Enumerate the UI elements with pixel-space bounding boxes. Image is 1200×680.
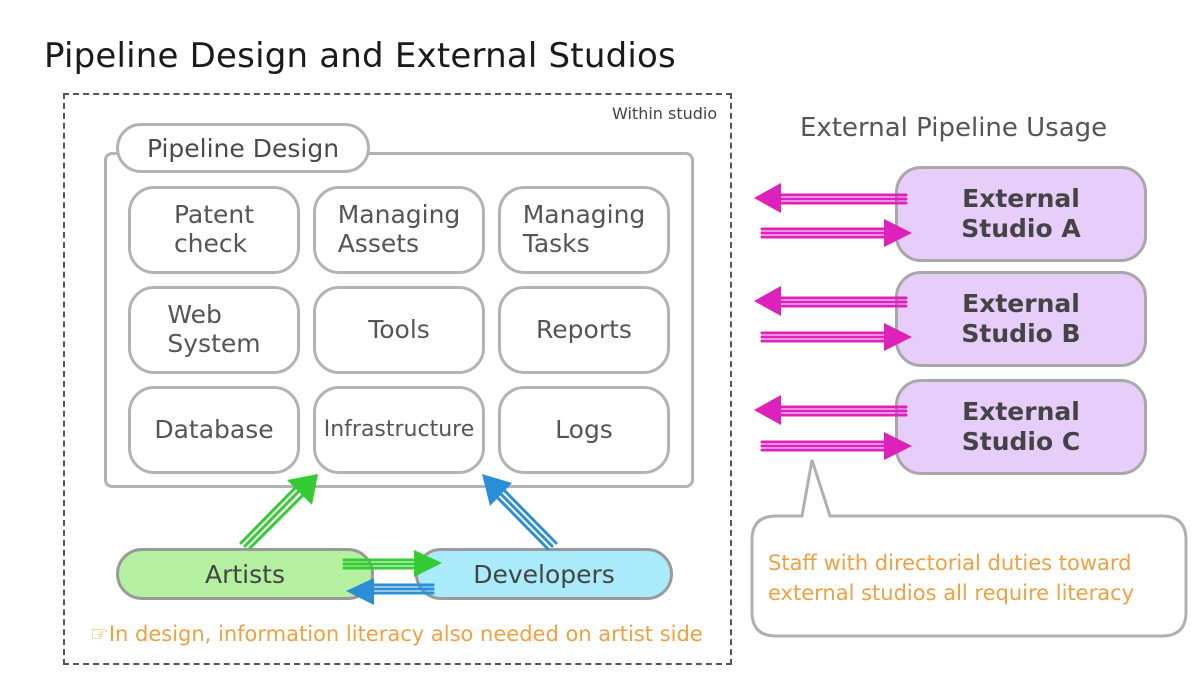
cell-infrastructure: Infrastructure [313,386,485,474]
external-studio-a: External Studio A [895,166,1147,262]
within-studio-frame [63,93,732,665]
developers-to-artists-arrowhead [346,578,374,605]
callout-text: Staff with directorial duties toward ext… [768,551,1135,606]
cell-managing-tasks: Managing Tasks [498,186,670,274]
artists-to-developers-arrowhead [414,550,442,577]
artists-to-developers-arrow [342,558,420,570]
cell-logs: Logs [498,386,670,474]
developers-to-pipeline-arrowhead [482,474,512,506]
developers-to-artists-arrow [366,583,435,595]
external-studio-c-arrows [754,395,912,460]
external-pipeline-title: External Pipeline Usage [800,113,1108,143]
external-studio-a-arrows [754,183,912,247]
page-title: Pipeline Design and External Studios [44,36,676,76]
artists-to-pipeline-arrowhead [287,474,318,505]
external-studio-b-arrows [754,286,912,351]
pipeline-design-title: Pipeline Design [116,123,370,173]
external-studio-c: External Studio C [895,379,1147,475]
developers-node: Developers [415,548,673,600]
callout-bubble [750,459,1188,638]
cell-database: Database [128,386,300,474]
cell-patent-check: Patent check [128,186,300,274]
artists-node: Artists [116,548,374,600]
external-studio-b: External Studio B [895,271,1147,367]
cell-reports: Reports [498,286,670,374]
cell-tools: Tools [313,286,485,374]
artist-literacy-note: ☞In design, information literacy also ne… [90,622,703,646]
cell-managing-assets: Managing Assets [313,186,485,274]
cell-web-system: Web System [128,286,300,374]
artists-to-pipeline-arrow [239,483,308,550]
within-studio-label: Within studio [612,104,718,123]
developers-to-pipeline-arrow [491,485,558,551]
